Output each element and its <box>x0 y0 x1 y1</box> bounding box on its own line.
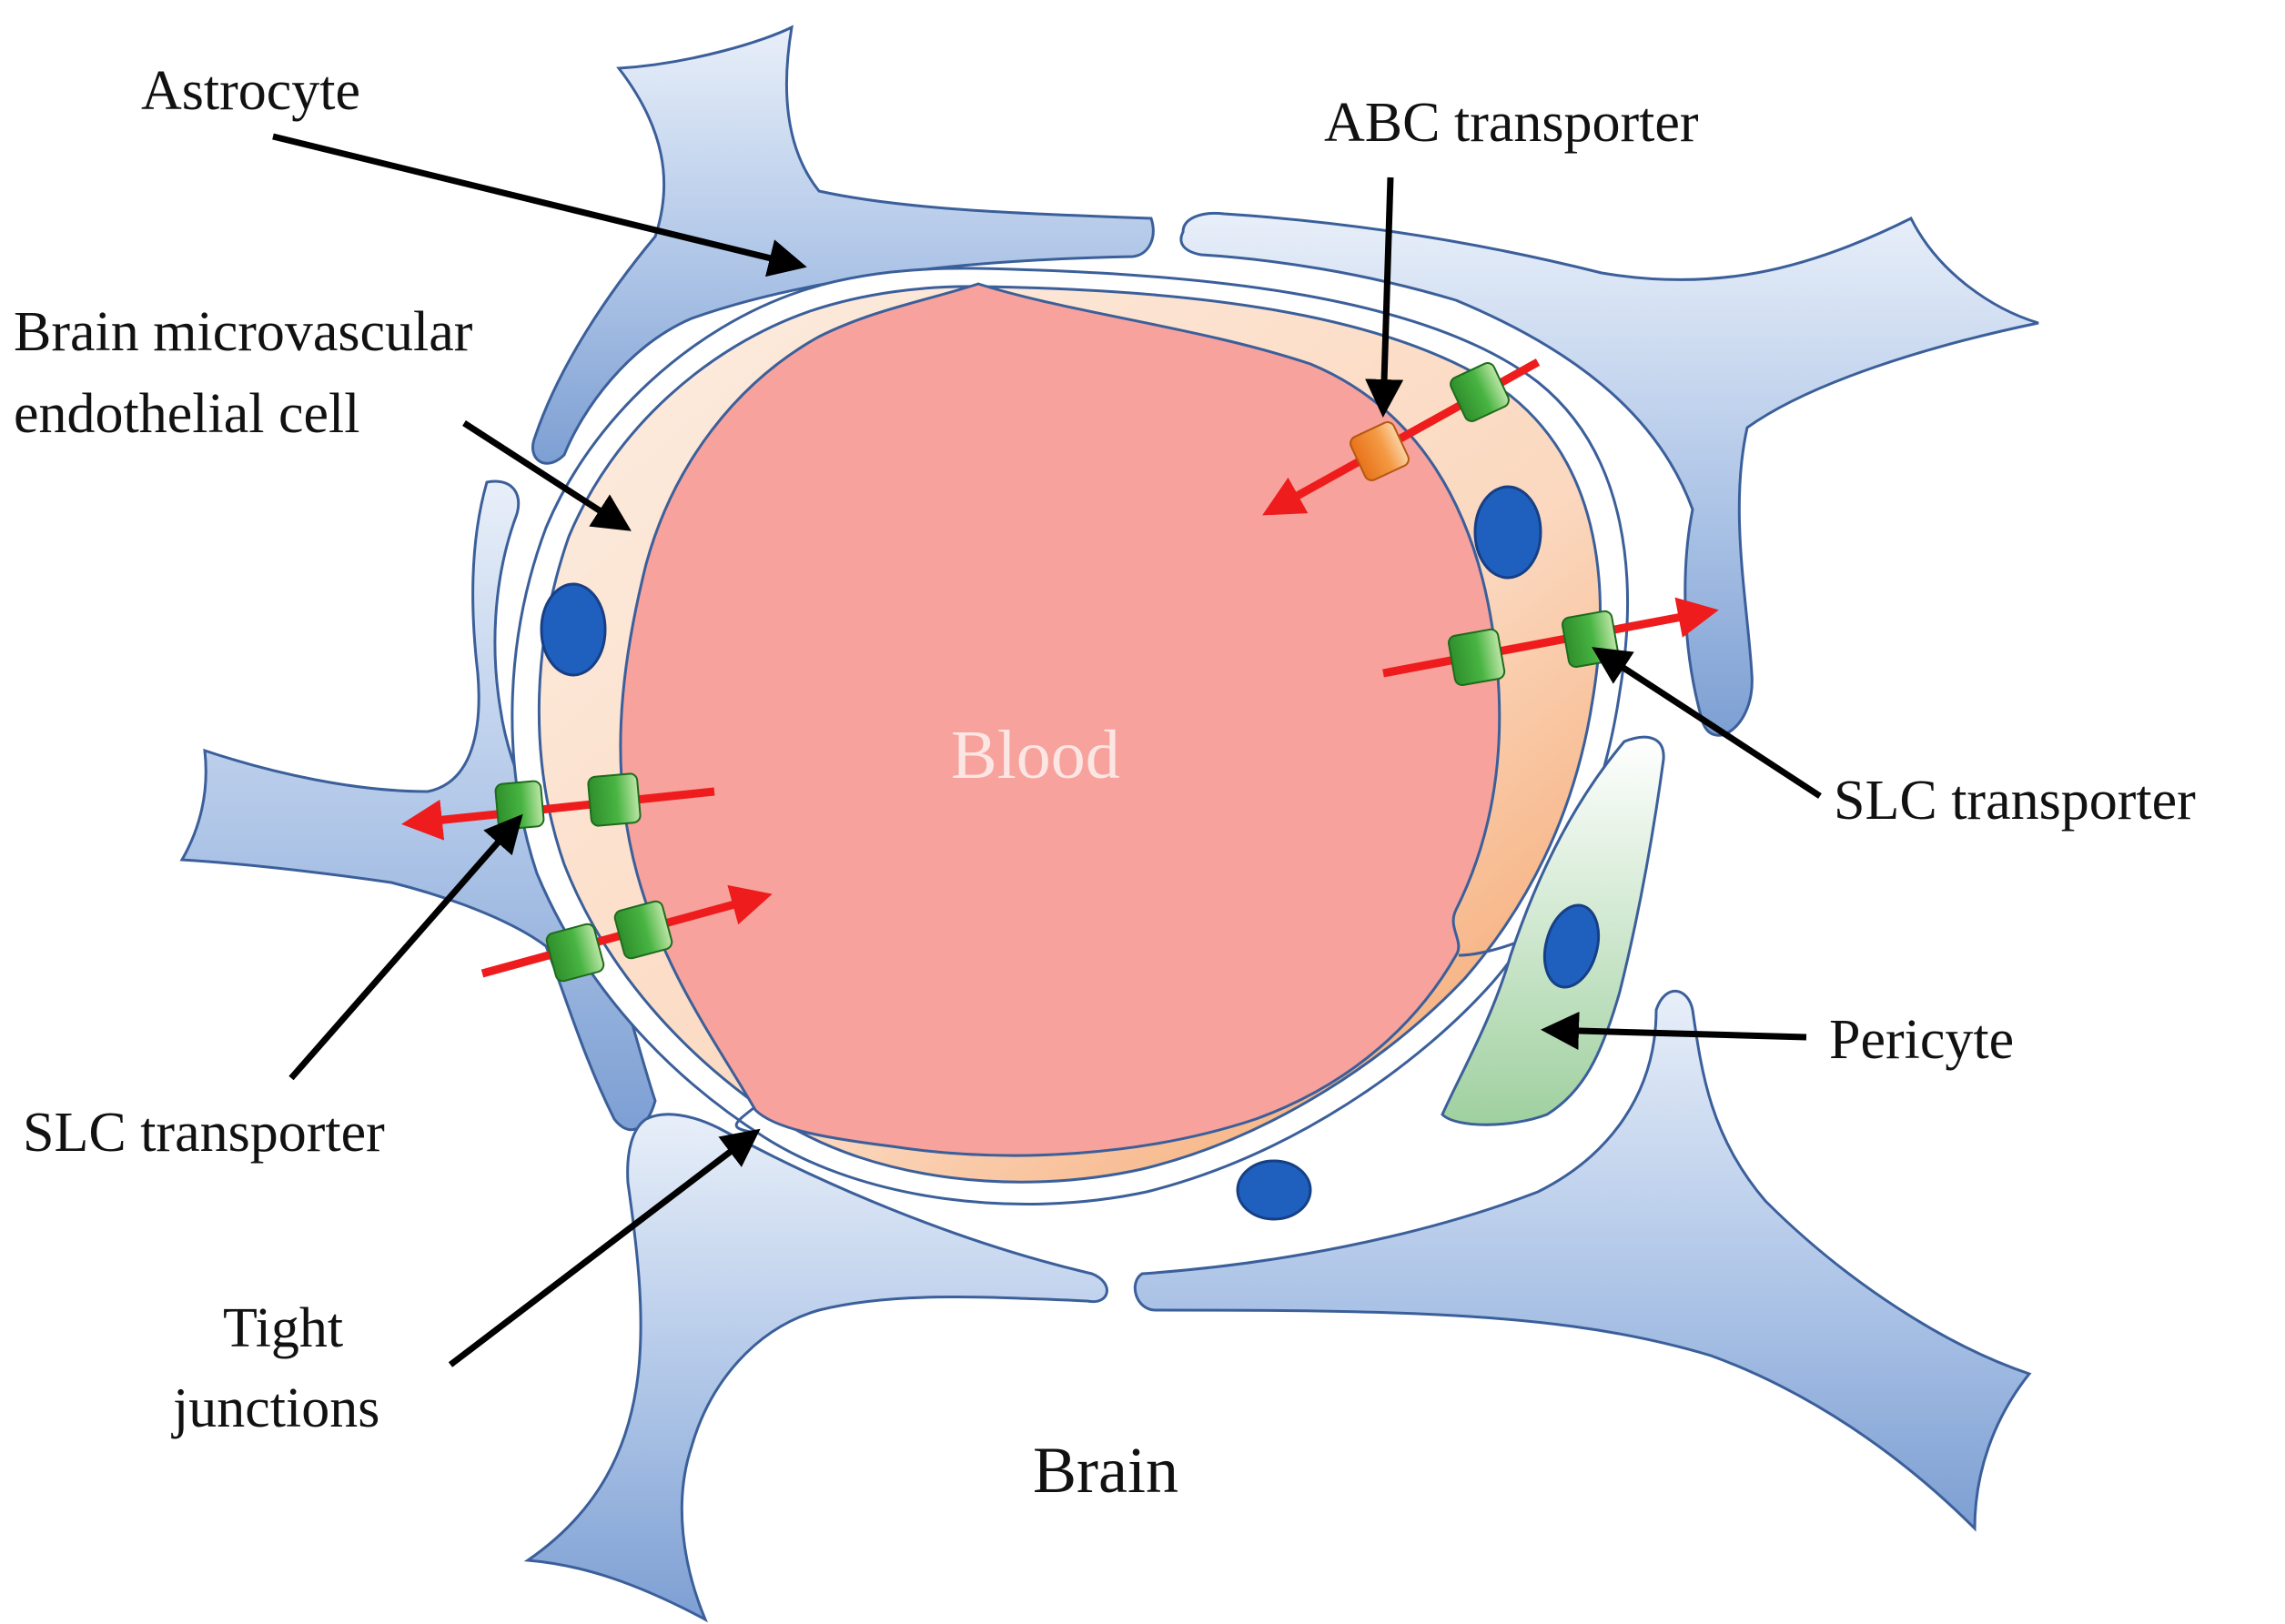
abc-transporter <box>1350 421 1410 481</box>
label-tight-line1: Tight <box>223 1297 343 1359</box>
label-astrocyte: Astrocyte <box>141 60 360 122</box>
slc-transporter-left-top-inner <box>587 772 642 827</box>
label-brain: Brain <box>1033 1434 1178 1507</box>
label-endothelial-line2: endothelial cell <box>14 383 359 445</box>
astrocyte-top-right <box>1179 211 2039 737</box>
pointer-pericyte <box>1541 1011 1807 1050</box>
slc-transporter-right-inner <box>1447 628 1506 686</box>
label-abc-transporter: ABC transporter <box>1324 92 1699 154</box>
slc-transporter-top-right <box>1450 362 1510 422</box>
endothelial-nucleus-left <box>540 582 607 677</box>
pointer-slc-right <box>1592 647 1822 799</box>
slc-transporter-left-bottom-outer <box>545 923 605 983</box>
label-tight-line2: junctions <box>171 1377 379 1439</box>
astrocyte-bottom-right <box>1133 989 2032 1532</box>
pointer-tight-junctions <box>448 1128 761 1367</box>
flux-arrow-left-slc-efflux <box>401 787 715 841</box>
astrocyte-bottom-left <box>523 1113 1108 1623</box>
pericyte-nucleus <box>1542 903 1601 989</box>
label-pericyte: Pericyte <box>1829 1009 2014 1071</box>
label-slc-transporter-left: SLC transporter <box>23 1102 385 1164</box>
pointer-astrocyte <box>272 133 807 277</box>
pointer-abc-transporter <box>1365 177 1404 418</box>
label-endothelial-line1: Brain microvascular <box>14 301 473 363</box>
pointer-slc-left <box>288 813 523 1081</box>
label-blood: Blood <box>951 717 1120 793</box>
flux-arrow-right-slc <box>1382 597 1719 678</box>
pointer-arrows <box>272 133 1822 1367</box>
label-slc-transporter-right: SLC transporter <box>1834 770 2196 832</box>
endothelial-nucleus-right <box>1473 485 1542 580</box>
pointer-endothelial <box>462 420 632 531</box>
slc-transporter-left-bottom-inner <box>613 900 673 960</box>
endothelial-nucleus-bottom <box>1236 1159 1312 1221</box>
